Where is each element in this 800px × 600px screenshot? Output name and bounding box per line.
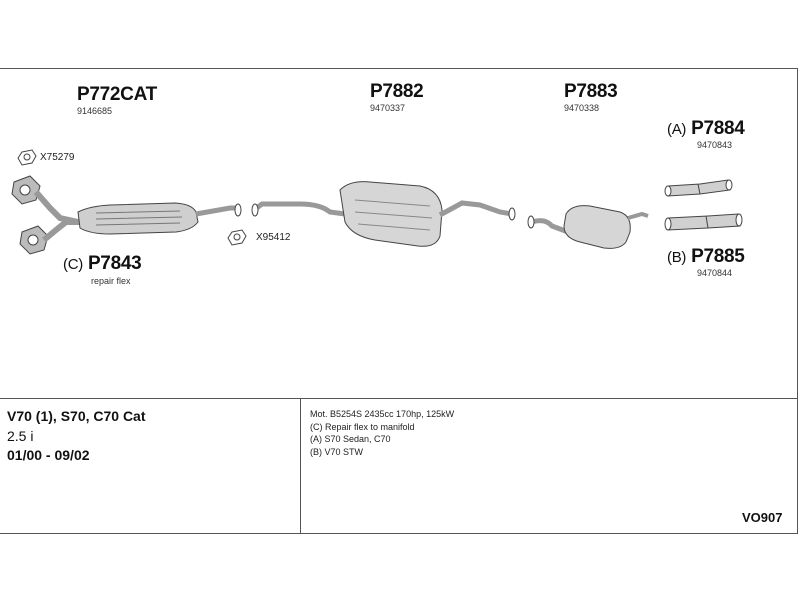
- part-p7885-code: P7885: [691, 246, 745, 267]
- part-p7883-code: P7883: [564, 81, 618, 102]
- part-p7883-number: 9470338: [564, 103, 600, 113]
- vehicle-model: V70 (1), S70, C70 Cat: [7, 408, 146, 424]
- rear-silencer-icon: [527, 205, 649, 249]
- part-p7843-prefix: (C): [63, 256, 83, 273]
- part-p7882-code: P7882: [370, 81, 424, 102]
- part-p7885-number: 9470844: [697, 268, 733, 278]
- vehicle-dates: 01/00 - 09/02: [7, 447, 90, 463]
- part-p7843-label: (C)P7843: [63, 253, 142, 275]
- tailpipe-a-icon: [664, 179, 733, 197]
- part-p7884-code: P7884: [691, 118, 745, 139]
- catalytic-converter-icon: [33, 190, 242, 243]
- diagram-frame: [0, 68, 798, 534]
- manifold-flange-lower-icon: [19, 225, 49, 255]
- note-line: (A) S70 Sedan, C70: [310, 434, 391, 444]
- manifold-flange-upper-icon: [11, 175, 41, 205]
- part-p7884-label: (A)P7884: [667, 118, 745, 140]
- accessory-x75279-label: X75279: [40, 152, 75, 163]
- tailpipe-b-icon: [664, 213, 743, 231]
- part-p772cat-code: P772CAT: [77, 84, 157, 105]
- diagram-code: VO907: [742, 510, 783, 525]
- part-p7882-number: 9470337: [370, 103, 406, 113]
- vehicle-engine: 2.5 i: [7, 428, 34, 444]
- note-line: (C) Repair flex to manifold: [310, 421, 415, 432]
- middle-silencer-icon: [251, 181, 516, 247]
- part-p7885-prefix: (B): [667, 249, 687, 266]
- accessory-x95412-label: X95412: [256, 232, 291, 243]
- divider-vertical: [300, 398, 301, 534]
- part-p7884-prefix: (A): [667, 121, 687, 138]
- note-line: (B) V70 STW: [310, 446, 364, 457]
- part-p7884-number: 9470843: [697, 140, 733, 150]
- part-p7843-note: repair flex: [91, 276, 131, 286]
- gasket-x75279-icon: [17, 149, 37, 166]
- note-line: Mot. B5254S 2435cc 170hp, 125kW: [310, 409, 455, 419]
- divider-horizontal: [0, 398, 798, 399]
- notes-list: Mot. B5254S 2435cc 170hp, 125kW (C) Repa…: [310, 408, 454, 458]
- part-p7843-code: P7843: [87, 253, 142, 274]
- part-p7885-label: (B)P7885: [667, 246, 745, 268]
- gasket-x95412-icon: [227, 229, 247, 246]
- part-p772cat-number: 9146685: [77, 106, 113, 116]
